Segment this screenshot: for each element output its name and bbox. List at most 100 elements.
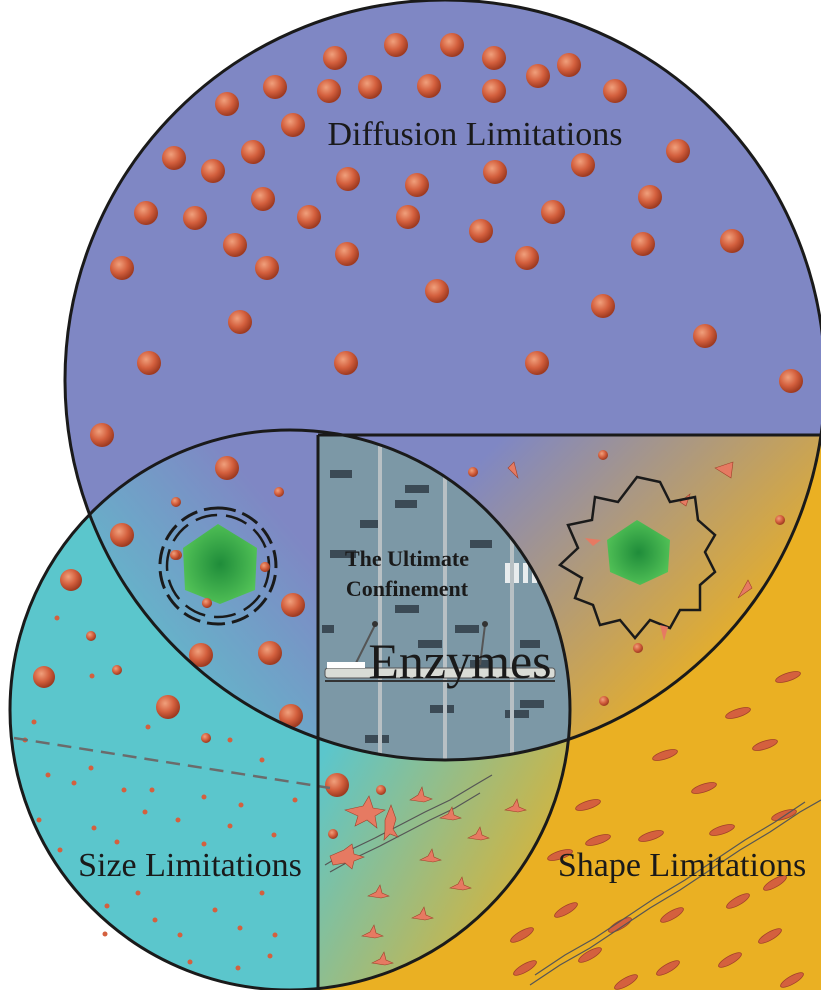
star-molecule-icon — [419, 848, 442, 863]
particle-icon — [279, 704, 303, 728]
star-molecule-icon — [361, 924, 384, 939]
particle-icon — [440, 33, 464, 57]
diffusion-limitations-label: Diffusion Limitations — [328, 116, 623, 153]
elongated-molecule-icon — [578, 947, 602, 963]
particle-icon — [323, 46, 347, 70]
ultimate-confinement-line2: Confinement — [346, 576, 469, 601]
elongated-molecule-icon — [726, 893, 750, 909]
diffusion-particles — [90, 33, 803, 447]
particle-icon — [137, 351, 161, 375]
elongated-molecule-icon — [725, 707, 751, 719]
particle-icon — [525, 351, 549, 375]
size-limitations-label: Size Limitations — [78, 847, 302, 884]
elongated-molecule-icon — [554, 902, 578, 918]
particle-icon — [297, 205, 321, 229]
particle-icon — [469, 219, 493, 243]
particle-icon — [335, 242, 359, 266]
elongated-molecule-icon — [718, 952, 742, 968]
particle-icon — [201, 159, 225, 183]
particle-icon — [358, 75, 382, 99]
elongated-molecule-icon — [656, 960, 680, 976]
particle-icon — [241, 140, 265, 164]
elongated-molecule-icon — [585, 834, 611, 846]
star-molecule-icon — [714, 461, 734, 479]
particle-icon — [281, 593, 305, 617]
particle-icon — [638, 185, 662, 209]
particle-icon — [317, 79, 341, 103]
particle-icon — [693, 324, 717, 348]
particle-icon — [189, 643, 213, 667]
star-molecule-icon — [409, 786, 433, 803]
particle-icon — [60, 569, 82, 591]
particle-icon — [263, 75, 287, 99]
elongated-molecule-icon — [780, 972, 804, 988]
size-divider-dashed — [13, 736, 331, 790]
particle-icon — [482, 46, 506, 70]
shape-selective-gate-icon — [557, 475, 717, 641]
particle-icon — [162, 146, 186, 170]
particle-icon — [90, 423, 114, 447]
particle-icon — [515, 246, 539, 270]
particle-icon — [526, 64, 550, 88]
particle-icon — [425, 279, 449, 303]
enzymes-label: Enzymes — [368, 633, 551, 689]
star-molecules — [329, 461, 753, 966]
particle-icon — [631, 232, 655, 256]
elongated-molecule-icon — [660, 907, 684, 923]
elongated-molecule-icon — [547, 849, 573, 861]
particle-icon — [281, 113, 305, 137]
particle-icon — [215, 92, 239, 116]
star-molecule-icon — [467, 826, 490, 841]
particle-icon — [571, 153, 595, 177]
elongated-molecule-icon — [614, 974, 638, 990]
region-outlines — [8, 0, 821, 990]
star-molecule-icon — [329, 843, 365, 870]
particle-icon — [482, 79, 506, 103]
elongated-molecule-icon — [709, 824, 735, 836]
elongated-molecule-icon — [608, 917, 632, 933]
particle-icon — [396, 205, 420, 229]
particle-icon — [334, 351, 358, 375]
particle-icon — [251, 187, 275, 211]
particle-icon — [255, 256, 279, 280]
particle-icon — [666, 139, 690, 163]
ultimate-confinement-line1: The Ultimate — [345, 546, 469, 571]
particle-icon — [603, 79, 627, 103]
particle-icon — [720, 229, 744, 253]
particle-icon — [156, 695, 180, 719]
particle-icon — [110, 523, 134, 547]
particle-icon — [384, 33, 408, 57]
elongated-molecule-icon — [575, 799, 601, 811]
star-molecule-icon — [449, 876, 472, 891]
shape-elongated-molecules — [510, 671, 804, 990]
elongated-molecule-icon — [638, 830, 664, 842]
particle-icon — [591, 294, 615, 318]
particle-icon — [779, 369, 803, 393]
particle-icon — [110, 256, 134, 280]
elongated-molecule-icon — [513, 960, 537, 976]
star-molecule-icon — [439, 806, 462, 821]
particle-icon — [134, 201, 158, 225]
star-molecule-icon — [737, 579, 753, 599]
particle-icon — [417, 74, 441, 98]
elongated-molecule-icon — [510, 927, 534, 943]
particle-icon — [325, 773, 349, 797]
particle-icon — [405, 173, 429, 197]
size-small-dots — [22, 615, 298, 971]
star-molecule-icon — [344, 795, 386, 829]
particle-icon — [33, 666, 55, 688]
star-molecule-icon — [383, 804, 399, 841]
enzyme-platform — [324, 621, 556, 682]
star-molecule-icon — [371, 951, 394, 966]
active-site-hexagon — [183, 524, 257, 604]
particle-icon — [223, 233, 247, 257]
star-molecule-icon — [411, 906, 434, 921]
pore-gate-icon — [158, 506, 278, 626]
particle-icon — [336, 167, 360, 191]
star-molecule-icon — [507, 461, 519, 479]
particle-icon — [215, 456, 239, 480]
particle-icon — [557, 53, 581, 77]
particle-icon — [483, 160, 507, 184]
particle-icon — [228, 310, 252, 334]
